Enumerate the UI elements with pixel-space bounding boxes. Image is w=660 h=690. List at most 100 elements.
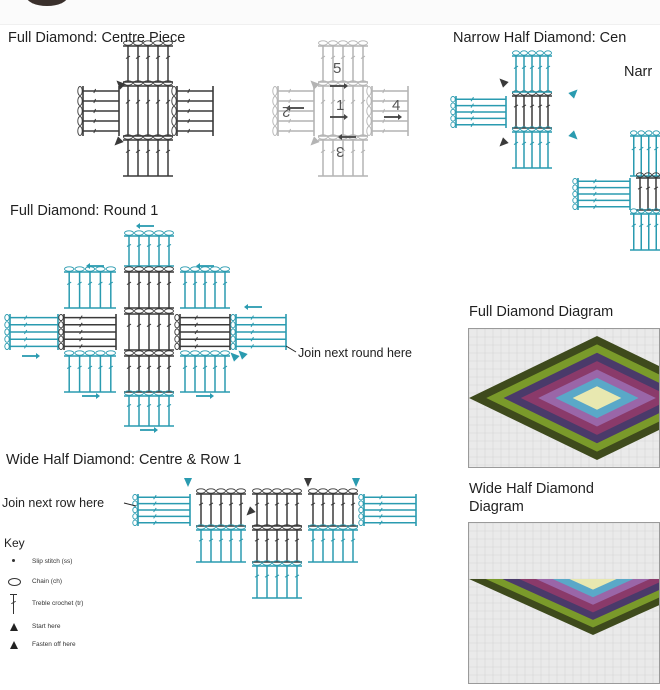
label-join-round: Join next round here (298, 346, 412, 360)
panel-number-top: 5 (333, 60, 342, 77)
narrow-right-teal-3 (630, 208, 660, 251)
narrow-start-icon (499, 78, 509, 88)
round1-arrow-4 (244, 304, 262, 310)
key-title: Key (4, 536, 25, 550)
fasten-off-marker-grey-icon (310, 136, 320, 146)
centre-piece-grey-bottom (318, 134, 368, 177)
wide-centre-3 (308, 488, 358, 527)
wide-row1-1 (196, 524, 246, 563)
narrow-right-teal-1 (630, 130, 660, 177)
label-join-row: Join next row here (2, 496, 105, 510)
title-wide-diagram-1: Wide Half Diamond (469, 481, 594, 497)
key-item-fasten-off: Fasten off here (4, 638, 124, 656)
round1-lowright-teal (180, 350, 230, 393)
narrow-right-dark (636, 172, 660, 211)
round1-centre-dark (124, 308, 174, 351)
arrow-centre-icon (330, 114, 348, 120)
treble-icon (13, 594, 14, 614)
arrow-bottom-icon (338, 134, 356, 140)
start-marker-grey-icon (310, 80, 320, 90)
title-full-centre: Full Diamond: Centre Piece (8, 30, 186, 46)
centre-piece-dark-centre (123, 80, 173, 137)
title-full-round1: Full Diamond: Round 1 (10, 203, 159, 219)
round1-arrow-6 (82, 393, 100, 399)
centre-piece-dark-left (77, 86, 120, 136)
round1-lowleft-teal (64, 350, 116, 393)
wide-marker-dark-1 (304, 478, 312, 487)
avatar-icon[interactable] (26, 0, 68, 6)
centre-piece-grey-top (318, 40, 368, 83)
dot-icon (12, 559, 15, 562)
arrow-left-icon (286, 105, 304, 111)
narrow-fasten-icon (499, 137, 509, 147)
wide-marker-dark-2 (246, 506, 256, 516)
wide-centre-1 (196, 488, 246, 527)
centre-piece-grey-left (272, 86, 315, 136)
oval-icon (8, 578, 21, 586)
wide-centre-2 (252, 488, 302, 527)
centre-piece-dark-bottom (123, 134, 173, 177)
join-row-leader-line (123, 502, 137, 507)
half-diamond-ring (569, 579, 617, 590)
round1-upleft-teal (64, 266, 116, 309)
round1-arrow-8 (140, 427, 158, 433)
wide-marker-teal-1 (184, 478, 192, 487)
key-list: Slip stitch (ss) Chain (ch) Treble croch… (4, 556, 124, 656)
narrow-centre-dark (512, 90, 552, 129)
top-bar (0, 0, 660, 25)
wide-left-teal (132, 494, 191, 526)
wide-marker-teal-2 (352, 478, 360, 487)
round1-left-dark (58, 314, 117, 350)
wide-half-diamond-diagram (468, 522, 660, 684)
arrow-top-icon (330, 83, 348, 89)
round1-top-dark (124, 266, 174, 309)
centre-piece-dark-right (171, 86, 214, 136)
centre-piece-grey-right (366, 86, 409, 136)
round1-top-teal (124, 230, 174, 267)
round1-arrow-5 (22, 353, 40, 359)
centre-piece-dark-top (123, 40, 173, 83)
round1-marker-2 (238, 350, 248, 360)
round1-arrow-2 (86, 263, 104, 269)
triangle-icon (10, 641, 18, 649)
panel-number-left: 2 (282, 103, 291, 120)
start-marker-icon (116, 80, 126, 90)
panel-number-right: 4 (392, 97, 401, 114)
round1-bottom-teal (124, 390, 174, 427)
narrow-marker-teal-2 (568, 130, 578, 140)
narrow-right-teal-2 (572, 178, 631, 210)
title-narrow-sub: Narr (624, 64, 653, 80)
full-diamond-graphic (469, 329, 659, 467)
title-narrow-half: Narrow Half Diamond: Cen (453, 30, 627, 46)
panel-number-centre: 1 (336, 97, 345, 114)
arrow-right-icon (384, 114, 402, 120)
narrow-top-teal (512, 50, 552, 93)
key-item-start: Start here (4, 620, 124, 638)
join-leader-line (285, 345, 297, 353)
round1-left-teal (4, 314, 59, 350)
fasten-off-marker-icon (114, 136, 124, 146)
key-item-treble: Treble crochet (tr) (4, 594, 124, 620)
round1-bottom-dark (124, 350, 174, 393)
title-wide-diagram-2: Diagram (469, 499, 524, 515)
key-item-chain: Chain (ch) (4, 576, 124, 596)
triangle-icon (10, 623, 18, 631)
centre-piece-grey-centre (318, 80, 368, 137)
round1-right-teal (230, 314, 287, 350)
narrow-bottom-teal (512, 126, 552, 169)
wide-row1-2 (252, 524, 302, 563)
round1-arrow-3 (196, 263, 214, 269)
title-wide-half: Wide Half Diamond: Centre & Row 1 (6, 452, 242, 468)
round1-arrow-1 (136, 223, 154, 229)
round1-upright-teal (180, 266, 230, 309)
wide-right-teal (358, 494, 417, 526)
key-item-slip-stitch: Slip stitch (ss) (4, 556, 124, 576)
round1-right-dark (174, 314, 231, 350)
panel-number-bottom: 3 (336, 143, 345, 160)
wide-row1-3 (308, 524, 358, 563)
full-diamond-diagram (468, 328, 660, 468)
wide-row1-4 (252, 560, 302, 599)
narrow-marker-teal-1 (568, 89, 578, 99)
round1-arrow-7 (196, 393, 214, 399)
